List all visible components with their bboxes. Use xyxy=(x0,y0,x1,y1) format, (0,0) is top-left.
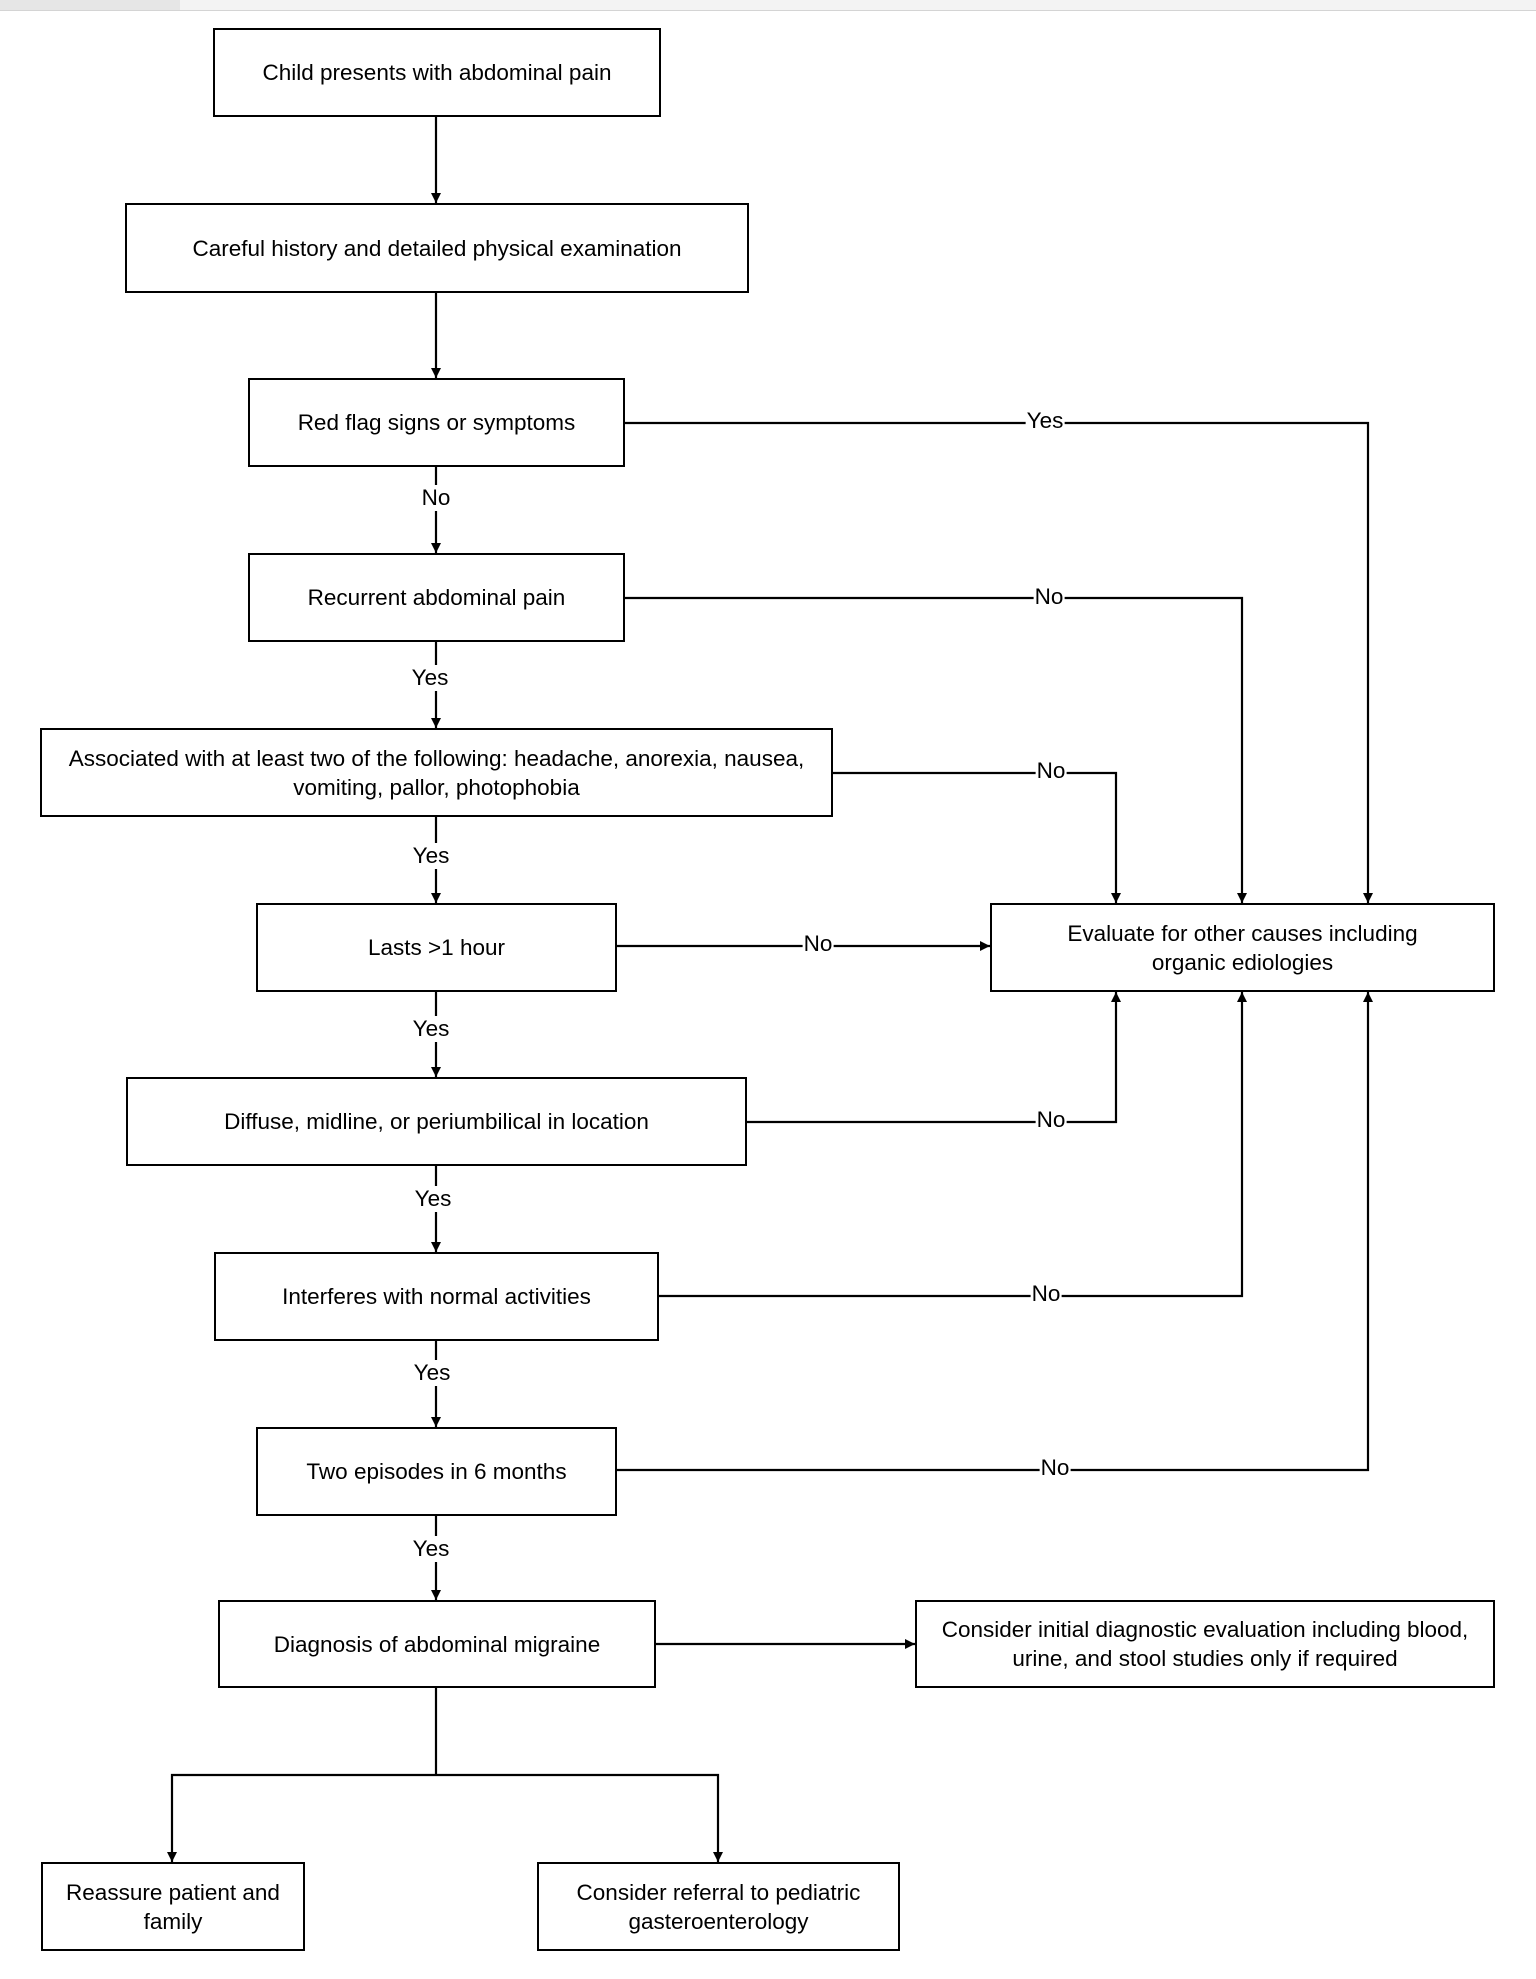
node-diagnosis: Diagnosis of abdominal migraine xyxy=(218,1600,656,1688)
edge-diffuse-no xyxy=(747,992,1121,1124)
node-referral-text: Consider referral to pediatric gasteroen… xyxy=(576,1879,861,1934)
node-interferes-activities-text: Interferes with normal activities xyxy=(282,1284,591,1309)
edge-label-recurrent-yes: Yes xyxy=(410,665,450,691)
node-consider-evaluation-text: Consider initial diagnostic evaluation i… xyxy=(941,1617,1469,1671)
edge-recurrent-no xyxy=(625,596,1247,903)
node-reassure-text: Reassure patient and family xyxy=(66,1879,280,1934)
node-recurrent-pain: Recurrent abdominal pain xyxy=(248,553,625,642)
edge-label-lasts-yes: Yes xyxy=(411,1016,451,1042)
node-child-presents-text: Child presents with abdominal pain xyxy=(262,60,612,85)
edge-label-diffuse-no: No xyxy=(1035,1107,1067,1133)
node-evaluate-other-causes: Evaluate for other causes including orga… xyxy=(990,903,1495,992)
edge-label-redflag-yes: Yes xyxy=(1025,408,1065,434)
edge-label-interferes-yes: Yes xyxy=(412,1360,452,1386)
node-reassure: Reassure patient and family xyxy=(41,1862,305,1951)
edge-redflag-yes xyxy=(625,421,1373,903)
node-lasts-hour: Lasts >1 hour xyxy=(256,903,617,992)
node-consider-evaluation: Consider initial diagnostic evaluation i… xyxy=(915,1600,1495,1688)
edge-label-diffuse-yes: Yes xyxy=(413,1186,453,1212)
edge-label-redflag-no: No xyxy=(420,485,452,511)
node-interferes-activities: Interferes with normal activities xyxy=(214,1252,659,1341)
node-history-exam-text: Careful history and detailed physical ex… xyxy=(192,235,682,261)
browser-tab xyxy=(0,0,180,10)
node-evaluate-other-causes-text: Evaluate for other causes including orga… xyxy=(1067,920,1418,975)
node-history-exam: Careful history and detailed physical ex… xyxy=(125,203,749,293)
node-diffuse-location: Diffuse, midline, or periumbilical in lo… xyxy=(126,1077,747,1166)
edge-interferes-no xyxy=(659,992,1247,1298)
node-diagnosis-text: Diagnosis of abdominal migraine xyxy=(273,1631,601,1657)
node-associated-symptoms: Associated with at least two of the foll… xyxy=(40,728,833,817)
edge-label-recurrent-no: No xyxy=(1033,584,1065,610)
edge-episodes-no xyxy=(617,992,1373,1472)
node-red-flag-text: Red flag signs or symptoms xyxy=(297,410,576,435)
node-recurrent-pain-text: Recurrent abdominal pain xyxy=(307,585,566,610)
node-associated-symptoms-text: Associated with at least two of the foll… xyxy=(68,745,805,800)
edge-label-episodes-yes: Yes xyxy=(411,1536,451,1562)
edge-label-associated-yes: Yes xyxy=(411,843,451,869)
node-two-episodes-text: Two episodes in 6 months xyxy=(306,1459,567,1484)
node-referral: Consider referral to pediatric gasteroen… xyxy=(537,1862,900,1951)
edge-associated-no xyxy=(833,771,1121,903)
edge-label-episodes-no: No xyxy=(1039,1455,1071,1481)
edge-label-interferes-no: No xyxy=(1030,1281,1062,1307)
node-child-presents: Child presents with abdominal pain xyxy=(213,28,661,117)
node-two-episodes: Two episodes in 6 months xyxy=(256,1427,617,1516)
node-red-flag: Red flag signs or symptoms xyxy=(248,378,625,467)
node-diffuse-location-text: Diffuse, midline, or periumbilical in lo… xyxy=(224,1109,649,1134)
node-lasts-hour-text: Lasts >1 hour xyxy=(368,935,505,960)
edge-split-reassure xyxy=(167,1773,436,1862)
edge-label-associated-no: No xyxy=(1035,758,1067,784)
browser-top-bar xyxy=(0,0,1536,11)
edge-label-lasts-no: No xyxy=(802,931,834,957)
edge-split-referral xyxy=(436,1773,723,1862)
